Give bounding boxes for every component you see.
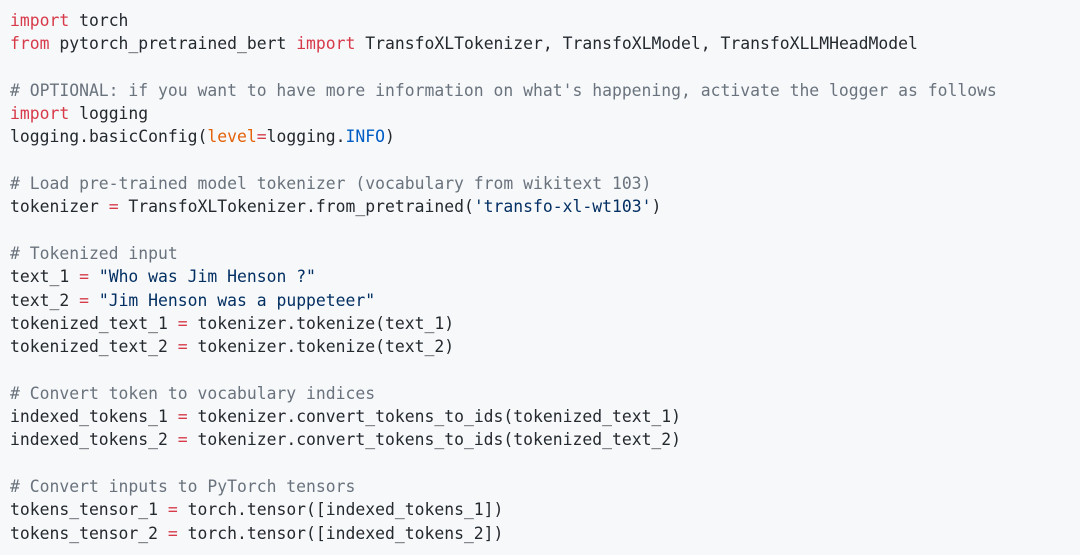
operator-token: = [79,267,89,287]
comment-token: # Convert token to vocabulary indices [10,383,376,403]
code-token: logging [69,104,149,124]
string-token: "Who was Jim Henson ?" [98,267,316,287]
code-token: pytorch_pretrained_bert [49,34,297,54]
code-line: # Load pre-trained model tokenizer (voca… [10,172,1080,195]
code-token: ) [385,127,395,147]
comment-token: # Load pre-trained model tokenizer (voca… [10,174,652,194]
code-token: tokenizer [10,197,109,217]
code-line: tokenized_text_2 = tokenizer.tokenize(te… [10,335,1080,358]
code-line: ​ [10,452,1080,475]
string-token: "Jim Henson was a puppeteer" [98,290,376,310]
code-token: ) [651,197,662,217]
code-token: logging. [266,127,346,147]
code-token: TransfoXLTokenizer.from_pretrained( [118,197,474,217]
code-token: tokenizer.tokenize(text_2) [187,337,455,357]
code-line: # Convert inputs to PyTorch tensors [10,475,1080,498]
code-token: indexed_tokens_1 [10,407,178,427]
code-line: # OPTIONAL: if you want to have more inf… [10,79,1080,102]
operator-token: = [177,313,188,333]
code-line: import logging [10,102,1080,125]
code-token: torch [69,11,129,30]
code-line: text_1 = "Who was Jim Henson ?" [10,265,1080,288]
string-token: 'transfo-xl-wt103' [473,197,652,217]
operator-token: = [177,430,188,450]
code-line: tokenized_text_1 = tokenizer.tokenize(te… [10,312,1080,335]
code-line: text_2 = "Jim Henson was a puppeteer" [10,289,1080,312]
keyword-token: import [10,11,70,30]
code-token: logging.basicConfig( [10,127,208,147]
code-token [89,291,99,310]
code-line: tokens_tensor_2 = torch.tensor([indexed_… [10,522,1080,545]
code-line: tokens_tensor_1 = torch.tensor([indexed_… [10,498,1080,521]
code-token: torch.tensor([indexed_tokens_2]) [177,523,504,543]
code-token: tokenized_text_1 [10,313,178,333]
code-token: tokenizer.tokenize(text_1) [187,313,455,333]
code-token: tokens_tensor_1 [10,500,168,520]
code-line: import torch [10,9,1080,32]
code-token: torch.tensor([indexed_tokens_1]) [177,500,504,520]
comment-token: # Convert inputs to PyTorch tensors [10,476,356,496]
code-token: tokenizer.convert_tokens_to_ids(tokenize… [187,430,682,450]
parameter-token: level [207,127,257,147]
comment-token: # Tokenized input [10,243,178,263]
keyword-token: import [296,34,356,54]
code-line: tokenizer = TransfoXLTokenizer.from_pret… [10,195,1080,218]
operator-token: = [108,197,119,217]
code-token: tokens_tensor_2 [10,523,168,543]
code-line: ​ [10,219,1080,242]
code-line: from pytorch_pretrained_bert import Tran… [10,32,1080,55]
code-line: # Convert token to vocabulary indices [10,382,1080,405]
code-token [89,267,99,286]
comment-token: # OPTIONAL: if you want to have more inf… [10,80,997,100]
constant-token: INFO [345,127,386,147]
code-token: indexed_tokens_2 [10,430,178,450]
code-token: text_2 [10,290,80,310]
code-token: TransfoXLTokenizer, TransfoXLModel, Tran… [355,34,918,54]
operator-token: = [177,337,188,357]
code-token: text_1 [10,267,80,287]
operator-token: = [167,523,178,543]
code-token: tokenizer.convert_tokens_to_ids(tokenize… [187,407,682,427]
code-line: indexed_tokens_2 = tokenizer.convert_tok… [10,428,1080,451]
operator-token: = [177,407,188,427]
code-line: logging.basicConfig(level=logging.INFO) [10,125,1080,148]
code-line: indexed_tokens_1 = tokenizer.convert_tok… [10,405,1080,428]
keyword-token: import [10,104,70,124]
keyword-token: from [10,34,50,54]
operator-token: = [79,290,89,310]
operator-token: = [256,127,267,147]
code-line: # Tokenized input [10,242,1080,265]
code-line: ​ [10,149,1080,172]
operator-token: = [167,500,178,520]
code-token: tokenized_text_2 [10,337,178,357]
code-line: ​ [10,56,1080,79]
code-line: ​ [10,358,1080,381]
